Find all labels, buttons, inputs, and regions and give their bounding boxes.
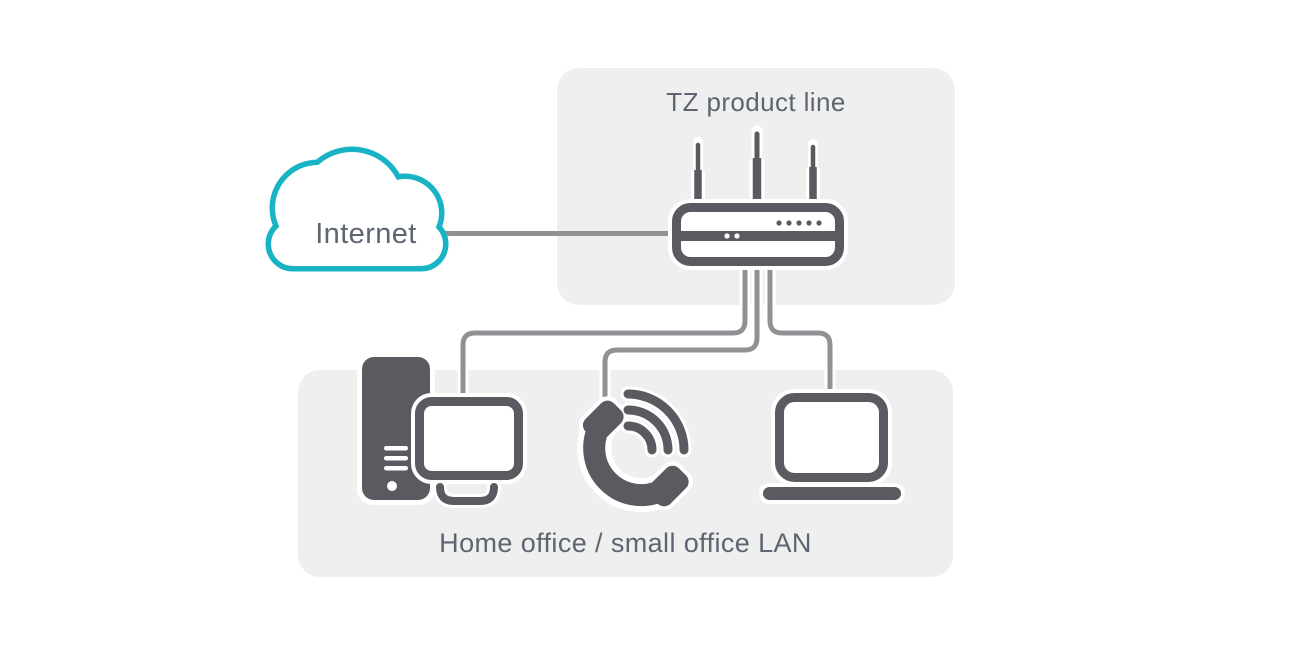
tz-product-line-label: TZ product line <box>666 87 846 117</box>
lan-label: Home office / small office LAN <box>439 528 812 558</box>
desktop-computer-icon <box>357 352 527 508</box>
connection-firewall-phone <box>602 264 760 404</box>
router-led-lights <box>724 220 822 239</box>
cloud-icon <box>265 146 449 272</box>
connection-firewall-desktop <box>460 264 748 399</box>
wireless-router-icon <box>668 125 848 270</box>
internet-label: Internet <box>315 218 417 250</box>
connection-firewall-laptop <box>767 264 833 396</box>
phone-wifi-icon <box>577 386 694 513</box>
laptop-icon <box>759 389 905 504</box>
